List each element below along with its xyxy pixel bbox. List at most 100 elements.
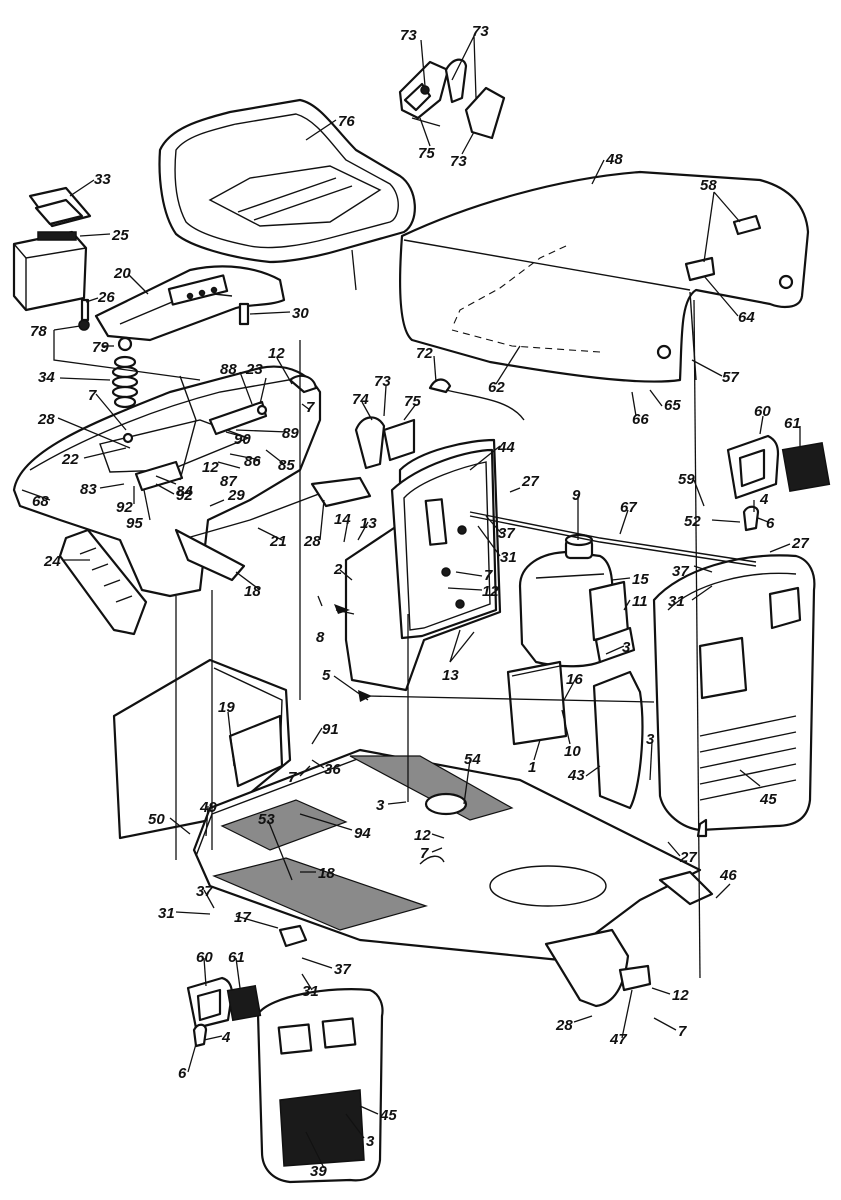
callout-2: 2: [333, 561, 343, 578]
callout-92: 92: [176, 487, 193, 504]
callout-89: 89: [282, 425, 299, 442]
callout-7: 7: [420, 845, 429, 862]
callout-31: 31: [158, 905, 175, 922]
callout-4: 4: [759, 491, 769, 508]
callout-25: 25: [111, 227, 129, 244]
callout-53: 53: [258, 811, 275, 828]
callout-75: 75: [418, 145, 435, 162]
callout-74: 74: [352, 391, 369, 408]
rear-fender: [12, 365, 322, 598]
arrows: [334, 604, 372, 702]
callout-30: 30: [292, 305, 309, 322]
callout-67: 67: [620, 499, 637, 516]
callout-65: 65: [664, 397, 681, 414]
callout-48: 48: [605, 151, 623, 168]
callout-37: 37: [334, 961, 351, 978]
callout-6: 6: [178, 1065, 187, 1082]
callout-68: 68: [32, 493, 49, 510]
callout-86: 86: [244, 453, 261, 470]
callout-11: 11: [632, 593, 648, 610]
callout-72: 72: [416, 345, 433, 362]
headlight-right: [726, 434, 831, 532]
callout-10: 10: [564, 743, 581, 760]
callout-9: 9: [572, 487, 581, 504]
callout-79: 79: [92, 339, 109, 356]
callout-28: 28: [37, 411, 55, 428]
callout-64: 64: [738, 309, 755, 326]
callout-28: 28: [303, 533, 321, 550]
callout-23: 23: [245, 361, 263, 378]
fuel-line-rod: [469, 511, 757, 567]
callout-6: 6: [766, 515, 775, 532]
callout-90: 90: [234, 431, 251, 448]
callout-3: 3: [376, 797, 385, 814]
callout-46: 46: [719, 867, 737, 884]
callout-73: 73: [472, 23, 489, 40]
callout-87: 87: [220, 473, 237, 490]
callout-84: 84: [176, 483, 193, 500]
callout-39: 39: [310, 1163, 327, 1180]
callout-28: 28: [555, 1017, 573, 1034]
callout-52: 52: [684, 513, 701, 530]
callout-22: 22: [61, 451, 79, 468]
callout-88: 88: [220, 361, 237, 378]
callout-33: 33: [94, 171, 111, 188]
callout-8: 8: [316, 629, 325, 646]
callout-61: 61: [784, 415, 801, 432]
callout-19: 19: [218, 699, 235, 716]
callout-50: 50: [148, 811, 165, 828]
callout-36: 36: [324, 761, 341, 778]
callout-7: 7: [88, 387, 97, 404]
callout-16: 16: [566, 671, 583, 688]
callout-61: 61: [228, 949, 245, 966]
rear-housing: [186, 976, 384, 1184]
callout-37: 37: [196, 883, 213, 900]
callout-17: 17: [234, 909, 251, 926]
callout-13: 13: [442, 667, 459, 684]
callout-7: 7: [306, 399, 315, 416]
callout-73: 73: [400, 27, 417, 44]
callout-5: 5: [322, 667, 331, 684]
callout-3: 3: [366, 1133, 375, 1150]
seat: [158, 98, 416, 264]
callout-37: 37: [672, 563, 689, 580]
callout-12: 12: [202, 459, 219, 476]
callout-31: 31: [500, 549, 517, 566]
callout-44: 44: [497, 439, 515, 456]
dash-panel: [344, 438, 502, 692]
callout-37: 37: [498, 525, 515, 542]
callout-12: 12: [672, 987, 689, 1004]
callout-14: 14: [334, 511, 351, 528]
callout-59: 59: [678, 471, 695, 488]
callout-labels: 73 73 75 73 76 33 25 48 58 20 26 30 78 7…: [30, 23, 809, 1180]
callout-3: 3: [622, 639, 631, 656]
fuel-tank: [518, 533, 630, 668]
callout-18: 18: [244, 583, 261, 600]
callout-34: 34: [38, 369, 55, 386]
ignition-and-cables: [354, 378, 525, 470]
tank-bracket: [506, 626, 644, 810]
callout-12: 12: [482, 583, 499, 600]
callout-12: 12: [268, 345, 285, 362]
callout-43: 43: [567, 767, 585, 784]
callout-12: 12: [414, 827, 431, 844]
callout-94: 94: [354, 825, 371, 842]
callout-95: 95: [126, 515, 143, 532]
callout-54: 54: [464, 751, 481, 768]
callout-1: 1: [528, 759, 536, 776]
callout-45: 45: [379, 1107, 397, 1124]
callout-49: 49: [199, 799, 217, 816]
callout-27: 27: [679, 849, 697, 866]
callout-91: 91: [322, 721, 339, 738]
front-grille-housing: [652, 554, 816, 838]
callout-21: 21: [269, 533, 287, 550]
callout-78: 78: [30, 323, 47, 340]
callout-7: 7: [288, 769, 297, 786]
callout-7: 7: [484, 567, 493, 584]
callout-24: 24: [43, 553, 61, 570]
callout-73: 73: [450, 153, 467, 170]
lift-lever-link: [174, 476, 372, 582]
callout-47: 47: [609, 1031, 627, 1048]
callout-60: 60: [196, 949, 213, 966]
